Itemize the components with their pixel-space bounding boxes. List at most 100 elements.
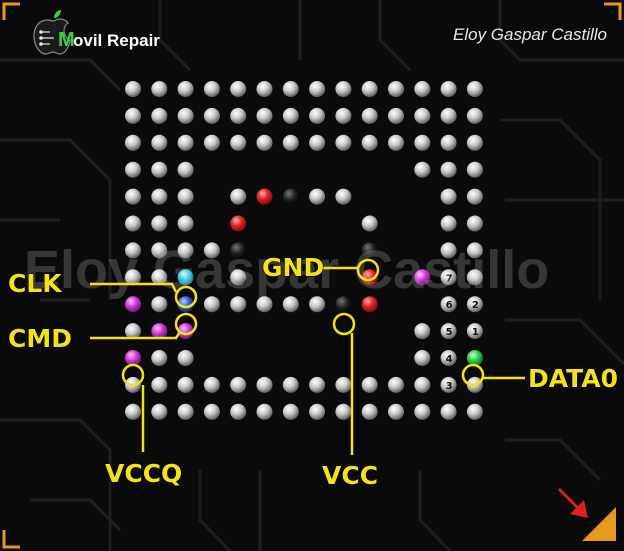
bga-ball [151, 350, 168, 366]
bga-ball [151, 403, 168, 420]
bga-ball [414, 161, 431, 178]
bga-ball [125, 269, 141, 286]
bga-ball [466, 161, 483, 178]
bga-ball-highlighted [335, 296, 352, 313]
bga-ball [440, 188, 457, 205]
label-data0: DATA0 [528, 364, 618, 393]
bga-ball [230, 269, 247, 286]
corner-accent-bottom-left [2, 530, 20, 549]
bga-ball-highlighted [361, 242, 378, 259]
bga-ball [203, 107, 220, 124]
callouts [90, 258, 525, 455]
bga-ball [151, 296, 168, 313]
bga-ball [309, 403, 326, 420]
bga-ball-highlighted [361, 269, 378, 286]
bga-ball [335, 81, 352, 97]
bga-ball [151, 134, 168, 151]
brand-name: ovil Repair [73, 31, 160, 50]
corner-accent-top-right [604, 2, 622, 20]
bga-ball [203, 403, 220, 420]
bga-ball [230, 403, 247, 420]
bga-ball [230, 107, 247, 124]
bga-ball [440, 350, 457, 366]
bga-ball [388, 134, 404, 151]
bga-ball [177, 161, 194, 178]
bga-ball [282, 296, 299, 313]
clk-pin-ring [174, 285, 198, 309]
bga-ball [256, 134, 273, 151]
pin-number-4: 4 [446, 354, 453, 365]
bga-ball [125, 242, 141, 259]
bga-ball-highlighted [466, 350, 483, 366]
bga-ball [466, 296, 483, 313]
bga-ball-highlighted [256, 188, 273, 205]
vcc-pin-ring [332, 312, 356, 336]
red-arrow-icon [558, 488, 588, 518]
bga-ball [177, 188, 194, 205]
bga-ball [203, 242, 220, 259]
bga-ball [361, 215, 378, 232]
bga-ball [203, 81, 220, 97]
vccq-pin-ring [121, 363, 145, 387]
bga-ball [151, 161, 168, 178]
pin-number-1: 1 [472, 327, 479, 338]
circuit-apple-icon [33, 10, 71, 55]
bga-ball [256, 403, 273, 420]
bga-ball [282, 107, 299, 124]
bga-ball-highlighted [230, 242, 247, 259]
bga-ball [361, 403, 378, 420]
bga-ball [177, 215, 194, 232]
bga-ball [203, 376, 220, 393]
bga-ball [177, 376, 194, 393]
bga-ball [151, 242, 168, 259]
bga-ball [414, 350, 431, 366]
bga-ball [125, 161, 141, 178]
bga-ball [309, 134, 326, 151]
bga-ball [125, 107, 141, 124]
brand-initial: M [58, 29, 75, 51]
bga-ball [230, 134, 247, 151]
bga-ball [414, 81, 431, 97]
bga-ball [125, 323, 141, 340]
bga-ball [388, 107, 404, 124]
bga-ball [177, 81, 194, 97]
data0-pin-ring [461, 363, 485, 387]
bga-ball [256, 296, 273, 313]
bga-ball-highlighted [414, 269, 431, 286]
bga-ball [440, 269, 457, 286]
pin-number-2: 2 [472, 300, 479, 311]
bga-ball [151, 376, 168, 393]
bga-ball [466, 188, 483, 205]
bga-ball [125, 134, 141, 151]
bga-ball [335, 188, 352, 205]
bga-ball [466, 134, 483, 151]
label-gnd: GND [262, 253, 324, 282]
bga-ball [440, 215, 457, 232]
bga-ball [151, 107, 168, 124]
bga-ball [230, 81, 247, 97]
bga-ball [151, 188, 168, 205]
bga-ball [361, 107, 378, 124]
bga-ball [440, 242, 457, 259]
bga-ball [414, 376, 431, 393]
bga-ball [309, 188, 326, 205]
corner-triangle [582, 507, 616, 541]
pin-number-3: 3 [446, 381, 453, 392]
bga-ball [414, 107, 431, 124]
bga-ball [282, 134, 299, 151]
pin-number-7: 7 [446, 273, 453, 284]
bga-ball [151, 81, 168, 97]
bga-ball [125, 188, 141, 205]
bga-ball [440, 296, 457, 313]
bga-ball [256, 81, 273, 97]
bga-ball-highlighted [177, 269, 194, 286]
author-credit: Eloy Gaspar Castillo [453, 25, 607, 44]
bga-ball [282, 81, 299, 97]
label-cmd: CMD [8, 324, 72, 353]
label-clk: CLK [8, 269, 63, 298]
brand-logo: M ovil Repair [33, 10, 160, 55]
bga-ball [177, 242, 194, 259]
